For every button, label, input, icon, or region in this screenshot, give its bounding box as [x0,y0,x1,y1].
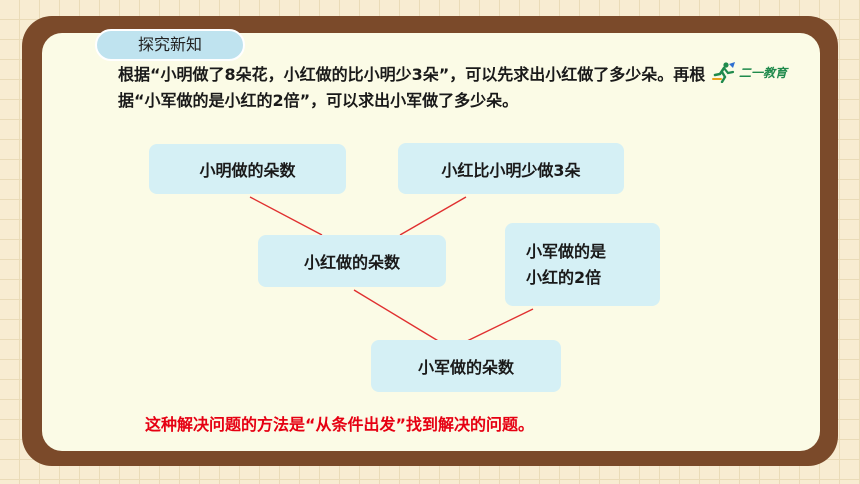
box-label: 小明做的朵数 [199,161,296,180]
box-xiaohong-count: 小红做的朵数 [258,235,446,287]
box-xiaojun-relation: 小军做的是 小红的2倍 [505,223,660,306]
box-label-line2: 小红的2倍 [526,267,602,287]
intro-text: 根据“小明做了8朵花，小红做的比小明少3朵”，可以先求出小红做了多少朵。再根据“… [118,65,706,110]
box-xiaohong-less: 小红比小明少做3朵 [398,143,624,194]
section-tag: 探究新知 [95,29,245,61]
brand-logo: 二一教育 [711,60,801,84]
box-xiaojun-count: 小军做的朵数 [371,340,561,392]
running-figure-icon [711,61,737,83]
box-label-line1: 小军做的是 [526,241,607,261]
box-label: 小红做的朵数 [303,253,400,272]
box-xiaoming-count: 小明做的朵数 [149,144,346,194]
box-label: 小军做的朵数 [417,358,514,377]
logo-text: 二一教育 [739,65,788,80]
conclusion-text: 这种解决问题的方法是“从条件出发”找到解决的问题。 [145,415,535,434]
box-label: 小红比小明少做3朵 [441,160,581,180]
